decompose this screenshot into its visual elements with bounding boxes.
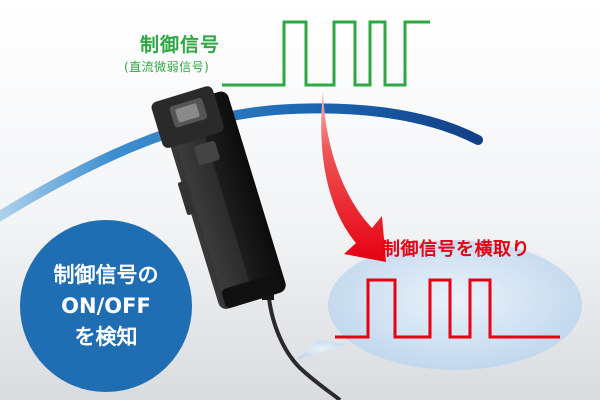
tapped-signal-label: 制御信号を横取り — [382, 239, 530, 260]
source-signal-title: 制御信号 — [140, 34, 221, 56]
badge-line-3: を検知 — [74, 324, 138, 349]
badge-line-2: ON/OFF — [61, 293, 151, 318]
detection-badge: 制御信号の ON/OFF を検知 — [20, 220, 192, 392]
tap-arrow — [321, 92, 386, 262]
clamp-sensor — [151, 86, 342, 400]
signal-cable — [0, 103, 483, 222]
source-signal-subtitle: (直流微弱信号) — [124, 60, 210, 74]
source-waveform — [222, 20, 430, 87]
tapped-waveform — [335, 278, 560, 339]
badge-line-1: 制御信号の — [53, 262, 159, 287]
